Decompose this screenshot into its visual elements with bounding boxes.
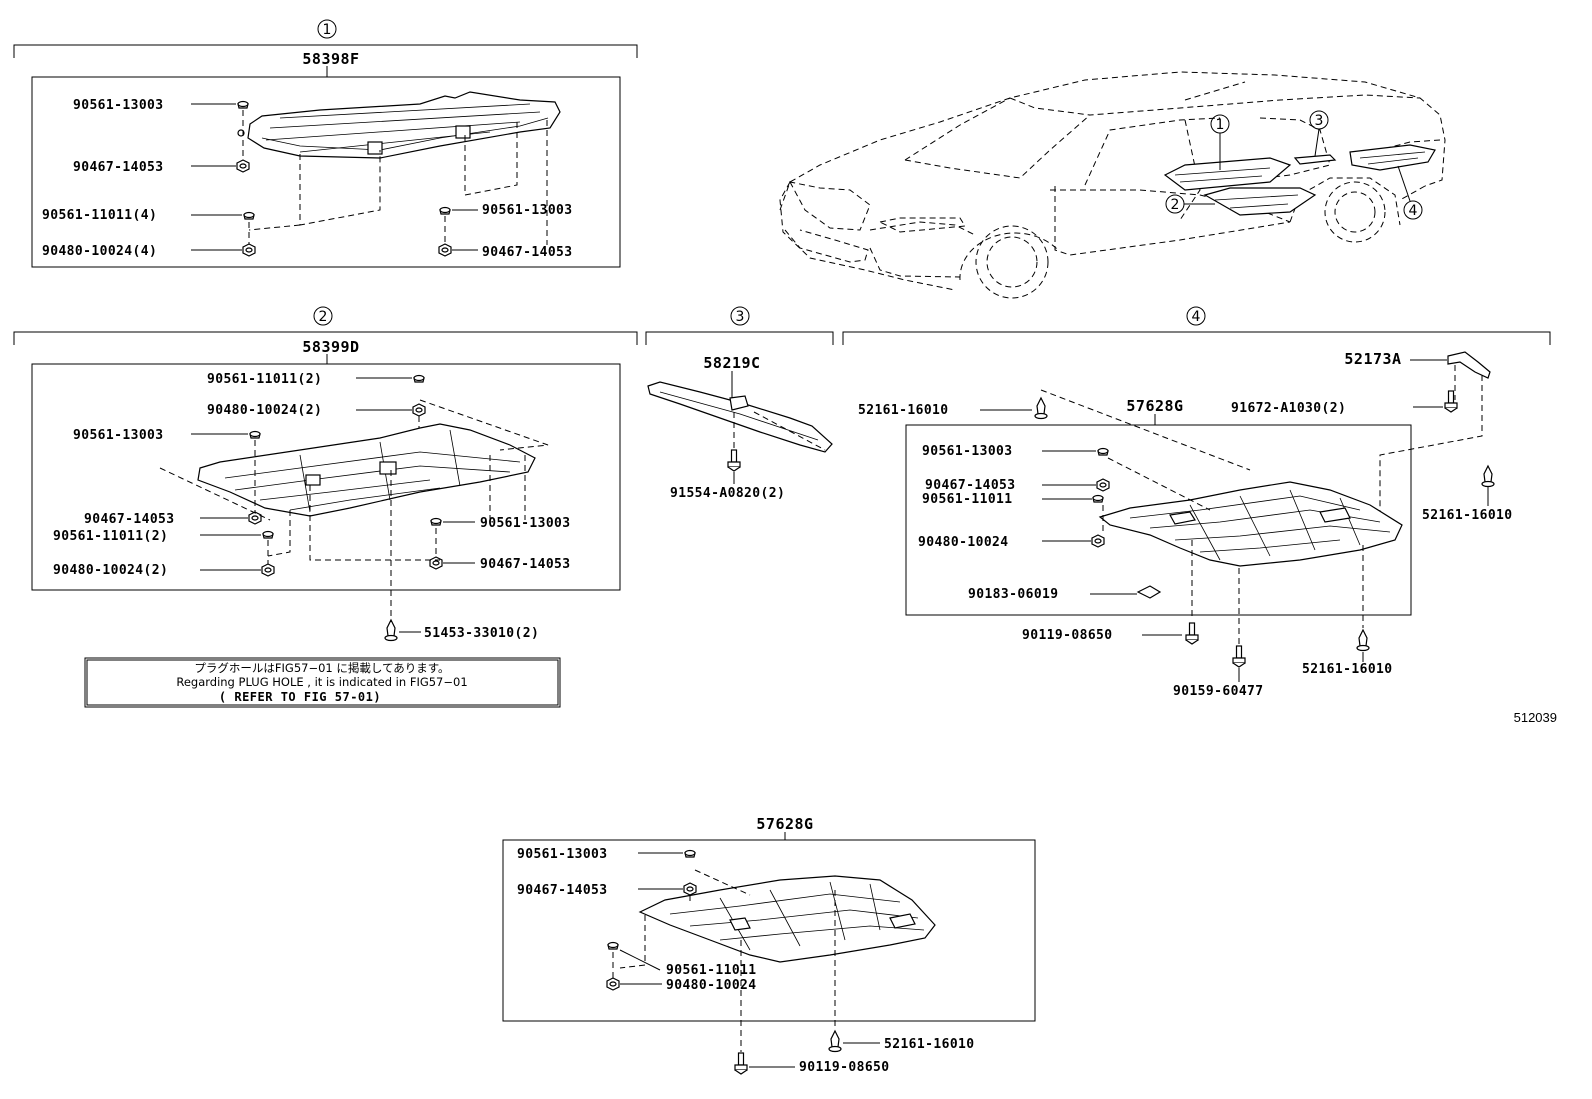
g2-part-4: 90467-14053	[84, 512, 175, 527]
note-line-1: プラグホールはFIG57−01 に掲載してあります。	[194, 661, 449, 675]
g4-part-10: 90159-60477	[1173, 684, 1264, 699]
g1-part-1: 90561-13003	[73, 98, 164, 113]
g4-part-2: 91672-A1030(2)	[1231, 401, 1346, 416]
g2-part-8: 90467-14053	[480, 557, 571, 572]
bottom-part-4: 90480-10024	[666, 978, 757, 993]
group-4-callout: 4	[1192, 309, 1201, 325]
group-2: 2 58399D 90561-11011(2) 9048	[13, 306, 638, 642]
g4-part-11: 52161-16010	[1302, 662, 1393, 677]
note-line-3: ( REFER TO FIG 57-01)	[219, 690, 381, 704]
g2-part-2: 90480-10024(2)	[207, 403, 322, 418]
car-callout-3: 3	[1315, 113, 1324, 129]
group-1-under-cover	[237, 91, 561, 159]
car-callout-2: 2	[1171, 197, 1180, 213]
note-line-2: Regarding PLUG HOLE , it is indicated in…	[176, 675, 467, 689]
bottom-frame	[502, 839, 1036, 1022]
group-4-bracket-label: 52173A	[1344, 350, 1401, 368]
group-1-frame	[31, 76, 621, 268]
group-2-assembly-label: 58399D	[302, 338, 359, 356]
group-2-callout: 2	[319, 309, 328, 325]
group-1: 1 58398F 90561-13003 90467-14053 90561-1…	[13, 19, 638, 268]
group-1-callout: 1	[323, 22, 332, 38]
bottom-engine-under-cover	[638, 875, 936, 963]
group-3-brace	[647, 381, 833, 453]
g4-part-7: 90183-06019	[968, 587, 1059, 602]
g1-part-5: 90561-13003	[482, 203, 573, 218]
bottom-part-2: 90467-14053	[517, 883, 608, 898]
g3-part-1: 91554-A0820(2)	[670, 486, 785, 501]
g4-part-5: 90561-11011	[922, 492, 1013, 507]
plug-hole-note: プラグホールはFIG57−01 に掲載してあります。 Regarding PLU…	[84, 657, 561, 708]
g2-part-5: 90561-11011(2)	[53, 529, 168, 544]
group-2-frame	[31, 363, 621, 591]
g2-part-9: 51453-33010(2)	[424, 626, 539, 641]
bottom-part-5: 52161-16010	[884, 1037, 975, 1052]
group-3: 3 58219C 91554-A0820(2)	[645, 306, 834, 501]
g2-part-6: 90480-10024(2)	[53, 563, 168, 578]
g2-part-1: 90561-11011(2)	[207, 372, 322, 387]
car-illustration: 1 2 3 4	[779, 71, 1446, 299]
g4-part-4: 90467-14053	[925, 478, 1016, 493]
g2-part-7: 90561-13003	[480, 516, 571, 531]
bottom-part-1: 90561-13003	[517, 847, 608, 862]
car-callout-1: 1	[1216, 117, 1225, 133]
group-4: 4 52173A 91672-A1030(2) 52161-16010 5216…	[842, 306, 1551, 699]
group-4-assembly-label: 57628G	[1126, 397, 1183, 415]
g1-part-4: 90480-10024(4)	[42, 244, 157, 259]
group-4-engine-under-cover	[1098, 481, 1403, 567]
g4-part-8: 52161-16010	[1422, 508, 1513, 523]
g1-part-3: 90561-11011(4)	[42, 208, 157, 223]
car-callout-4: 4	[1409, 203, 1418, 219]
bottom-part-6: 90119-08650	[799, 1060, 890, 1075]
bottom-detail: 57628G 90561-13003 90467-14053 90561-110…	[502, 815, 1036, 1075]
group-3-callout: 3	[736, 309, 745, 325]
group-2-under-cover	[197, 423, 536, 517]
figure-id: 512039	[1514, 710, 1557, 725]
group-3-assembly-label: 58219C	[703, 354, 760, 372]
bottom-assembly-label: 57628G	[756, 815, 813, 833]
g4-part-3: 90561-13003	[922, 444, 1013, 459]
g4-part-6: 90480-10024	[918, 535, 1009, 550]
group-1-assembly-label: 58398F	[302, 50, 359, 68]
g4-part-1: 52161-16010	[858, 403, 949, 418]
g4-part-9: 90119-08650	[1022, 628, 1113, 643]
g2-part-3: 90561-13003	[73, 428, 164, 443]
g1-part-6: 90467-14053	[482, 245, 573, 260]
g1-part-2: 90467-14053	[73, 160, 164, 175]
bottom-part-3: 90561-11011	[666, 963, 757, 978]
group-4-frame	[905, 424, 1412, 616]
